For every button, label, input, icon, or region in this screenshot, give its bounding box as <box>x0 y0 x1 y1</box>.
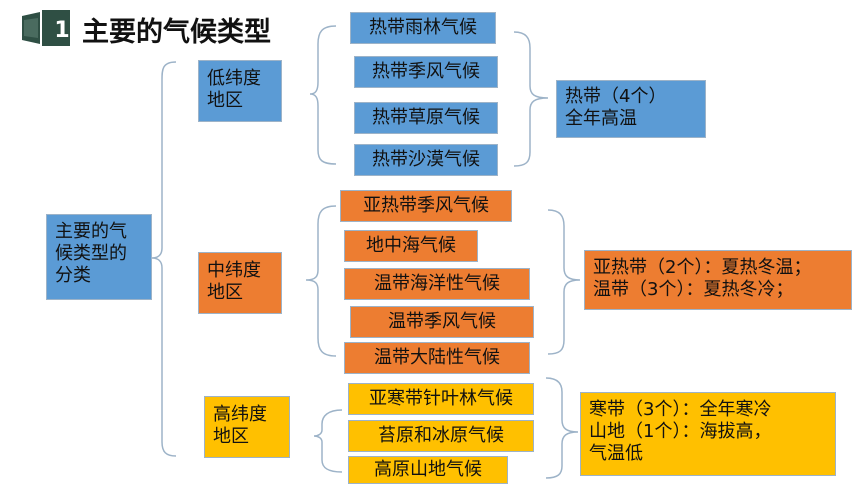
zone-line: 中纬度 <box>207 260 261 281</box>
climate-box: 苔原和冰原气候 <box>348 420 534 452</box>
root-line: 候类型的 <box>55 243 127 264</box>
zone-line: 地区 <box>213 426 249 447</box>
low-bracket <box>309 25 337 165</box>
zone-high-latitude: 高纬度 地区 <box>204 396 290 458</box>
zone-line: 低纬度 <box>207 68 261 89</box>
high-summary-bracket <box>545 377 579 479</box>
climate-box: 热带雨林气候 <box>350 12 496 44</box>
zone-line: 地区 <box>207 282 243 303</box>
summary-line: 亚热带（2个）：夏热冬温； <box>593 257 812 278</box>
root-bracket <box>151 61 177 457</box>
climate-box: 亚寒带针叶林气候 <box>348 383 534 415</box>
mid-bracket <box>305 205 337 357</box>
summary-line: 山地（1个）：海拔高， <box>589 421 772 442</box>
climate-box: 温带季风气候 <box>350 306 534 338</box>
climate-box: 地中海气候 <box>344 230 478 262</box>
root-node: 主要的气 候类型的 分类 <box>46 214 152 300</box>
summary-temperate: 亚热带（2个）：夏热冬温； 温带（3个）：夏热冬冷； <box>584 250 852 310</box>
climate-box: 温带海洋性气候 <box>344 268 530 300</box>
zone-low-latitude: 低纬度 地区 <box>198 60 282 122</box>
climate-box: 热带季风气候 <box>354 56 498 88</box>
climate-box: 高原山地气候 <box>348 456 508 484</box>
climate-box: 温带大陆性气候 <box>344 342 530 374</box>
zone-line: 地区 <box>207 90 243 111</box>
section-number-badge: 1 <box>16 6 76 50</box>
root-line: 主要的气 <box>55 221 127 242</box>
climate-box: 热带草原气候 <box>354 102 498 134</box>
summary-line: 全年高温 <box>565 108 637 129</box>
section-number: 1 <box>54 18 70 43</box>
zone-line: 高纬度 <box>213 404 267 425</box>
summary-line: 寒带（3个）：全年寒冷 <box>589 399 772 420</box>
summary-line: 温带（3个）：夏热冬冷； <box>593 279 794 300</box>
climate-box: 亚热带季风气候 <box>340 190 512 222</box>
root-line: 分类 <box>55 265 91 286</box>
summary-cold: 寒带（3个）：全年寒冷 山地（1个）：海拔高， 气温低 <box>580 392 836 476</box>
mid-summary-bracket <box>547 209 581 355</box>
high-bracket <box>313 409 343 473</box>
page-title: 主要的气候类型 <box>82 17 271 48</box>
summary-line: 热带（4个） <box>565 86 667 107</box>
summary-line: 气温低 <box>589 443 643 464</box>
low-summary-bracket <box>513 31 549 167</box>
summary-tropical: 热带（4个） 全年高温 <box>556 80 706 138</box>
climate-box: 热带沙漠气候 <box>354 144 498 176</box>
badge-icon <box>22 10 70 46</box>
zone-mid-latitude: 中纬度 地区 <box>198 252 282 314</box>
